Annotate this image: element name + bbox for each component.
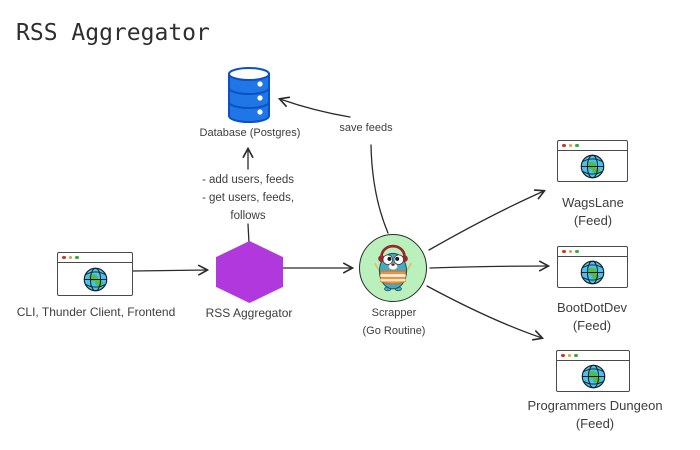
window-dot-red-icon <box>561 353 565 358</box>
client-browser-window <box>57 252 133 296</box>
window-dot-red-icon <box>562 143 566 148</box>
client-label: CLI, Thunder Client, Frontend <box>16 305 176 319</box>
window-body <box>558 151 627 182</box>
globe-icon <box>580 154 605 179</box>
feed-type: (Feed) <box>575 416 615 431</box>
window-dot-green-icon <box>575 249 579 254</box>
feed-name: WagsLane <box>562 195 624 210</box>
feed-type: (Feed) <box>572 318 612 333</box>
window-dot-green-icon <box>575 143 579 148</box>
feed-name: BootDotDev <box>556 300 628 315</box>
db-operations-annotation: - add users, feeds - get users, feeds, f… <box>177 171 319 225</box>
window-body <box>58 263 132 296</box>
bootdotdev-browser-window <box>557 246 628 288</box>
window-dot-red-icon <box>562 249 566 254</box>
window-titlebar <box>58 253 132 263</box>
globe-icon <box>581 364 605 389</box>
db-operation-line: - get users, feeds, <box>201 192 295 204</box>
db-operation-line: follows <box>230 210 266 222</box>
window-titlebar <box>558 141 627 151</box>
wagslane-label-group: WagsLane (Feed) <box>543 194 643 230</box>
save-feeds-label: save feeds <box>339 122 393 134</box>
window-dot-green-icon <box>75 255 79 260</box>
arrow-client-to-aggregator <box>132 270 207 271</box>
scrapper-sublabel: (Go Routine) <box>362 325 426 337</box>
window-dot-yellow-icon <box>568 143 572 148</box>
db-operation-line: - add users, feeds <box>201 174 295 186</box>
window-body <box>558 257 627 288</box>
programmers-dungeon-label-group: Programmers Dungeon (Feed) <box>520 397 670 433</box>
database-label: Database (Postgres) <box>199 127 301 139</box>
feed-type: (Feed) <box>573 213 613 228</box>
scrapper-label-group: Scrapper (Go Routine) <box>344 304 444 340</box>
rss-aggregator-label: RSS Aggregator <box>205 306 293 320</box>
globe-icon <box>83 267 107 292</box>
window-dot-red-icon <box>62 255 66 260</box>
globe-icon <box>580 260 605 285</box>
window-dot-yellow-icon <box>567 353 571 358</box>
window-dot-green-icon <box>574 353 578 358</box>
arrow-scrapper-to-wagslane <box>428 191 544 251</box>
wagslane-browser-window <box>557 140 628 182</box>
window-titlebar <box>558 247 627 257</box>
window-titlebar <box>557 351 629 361</box>
feed-name: Programmers Dungeon <box>527 398 663 413</box>
gopher-mascot-icon <box>374 244 412 292</box>
window-dot-yellow-icon <box>68 255 72 260</box>
window-body <box>557 361 629 392</box>
arrow-scrapper-to-bootdotdev <box>429 266 548 268</box>
page-title: RSS Aggregator <box>16 20 210 46</box>
database-cylinder-icon <box>228 67 270 123</box>
line-aggregator-to-operations <box>247 223 250 244</box>
curve-scrapper-to-savefeeds <box>370 144 389 234</box>
window-dot-yellow-icon <box>568 249 572 254</box>
bootdotdev-label-group: BootDotDev (Feed) <box>542 299 642 335</box>
arrow-scrapper-to-programmers-dungeon <box>426 285 542 338</box>
scrapper-node <box>359 234 427 302</box>
programmers-dungeon-browser-window <box>556 350 630 392</box>
scrapper-label: Scrapper <box>371 307 417 319</box>
arrow-savefeeds-to-database <box>280 99 351 118</box>
